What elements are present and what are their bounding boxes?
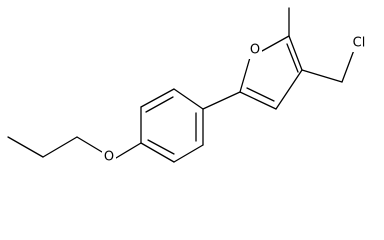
- bond-ar1-ar2: [173, 88, 204, 110]
- atom-label-o-ether: O: [104, 150, 114, 165]
- furan-ring: [239, 35, 303, 110]
- bond-ar4-ar5-double: [147, 139, 175, 155]
- atom-label-cl: Cl: [353, 36, 366, 51]
- bond-c3-c4: [275, 69, 303, 110]
- bond-c5-aryl: [202, 91, 241, 110]
- bond-o-ch2: [76, 136, 103, 153]
- bond-ar5-ar6: [173, 144, 204, 163]
- bond-c2-c3-double: [286, 43, 299, 73]
- bond-ch2-cl: [341, 49, 355, 83]
- bond-c4-c5-double: [246, 87, 275, 102]
- atom-label-o-furan: O: [250, 43, 260, 58]
- bond-ar-o: [115, 142, 142, 159]
- atom-cl: Cl: [349, 35, 370, 52]
- bond-c3-ch2: [301, 69, 343, 83]
- bond-c2-c3: [288, 35, 303, 71]
- bond-ar2-ar3: [140, 88, 175, 108]
- bond-ch2-ch3: [7, 136, 44, 158]
- bond-c5-o: [239, 53, 252, 93]
- benzene-ring: [140, 88, 241, 163]
- atom-o-furan: O: [248, 42, 262, 59]
- bond-ar4-ar5: [140, 142, 175, 163]
- bond-o-c2: [261, 35, 290, 52]
- bond-ch2-ch2: [42, 136, 78, 158]
- atom-o-ether: O: [102, 149, 116, 166]
- chemical-structure-diagram: O Cl O: [7, 7, 370, 166]
- bond-c4-c5: [239, 91, 277, 110]
- bond-ar2-ar3-double: [145, 96, 174, 113]
